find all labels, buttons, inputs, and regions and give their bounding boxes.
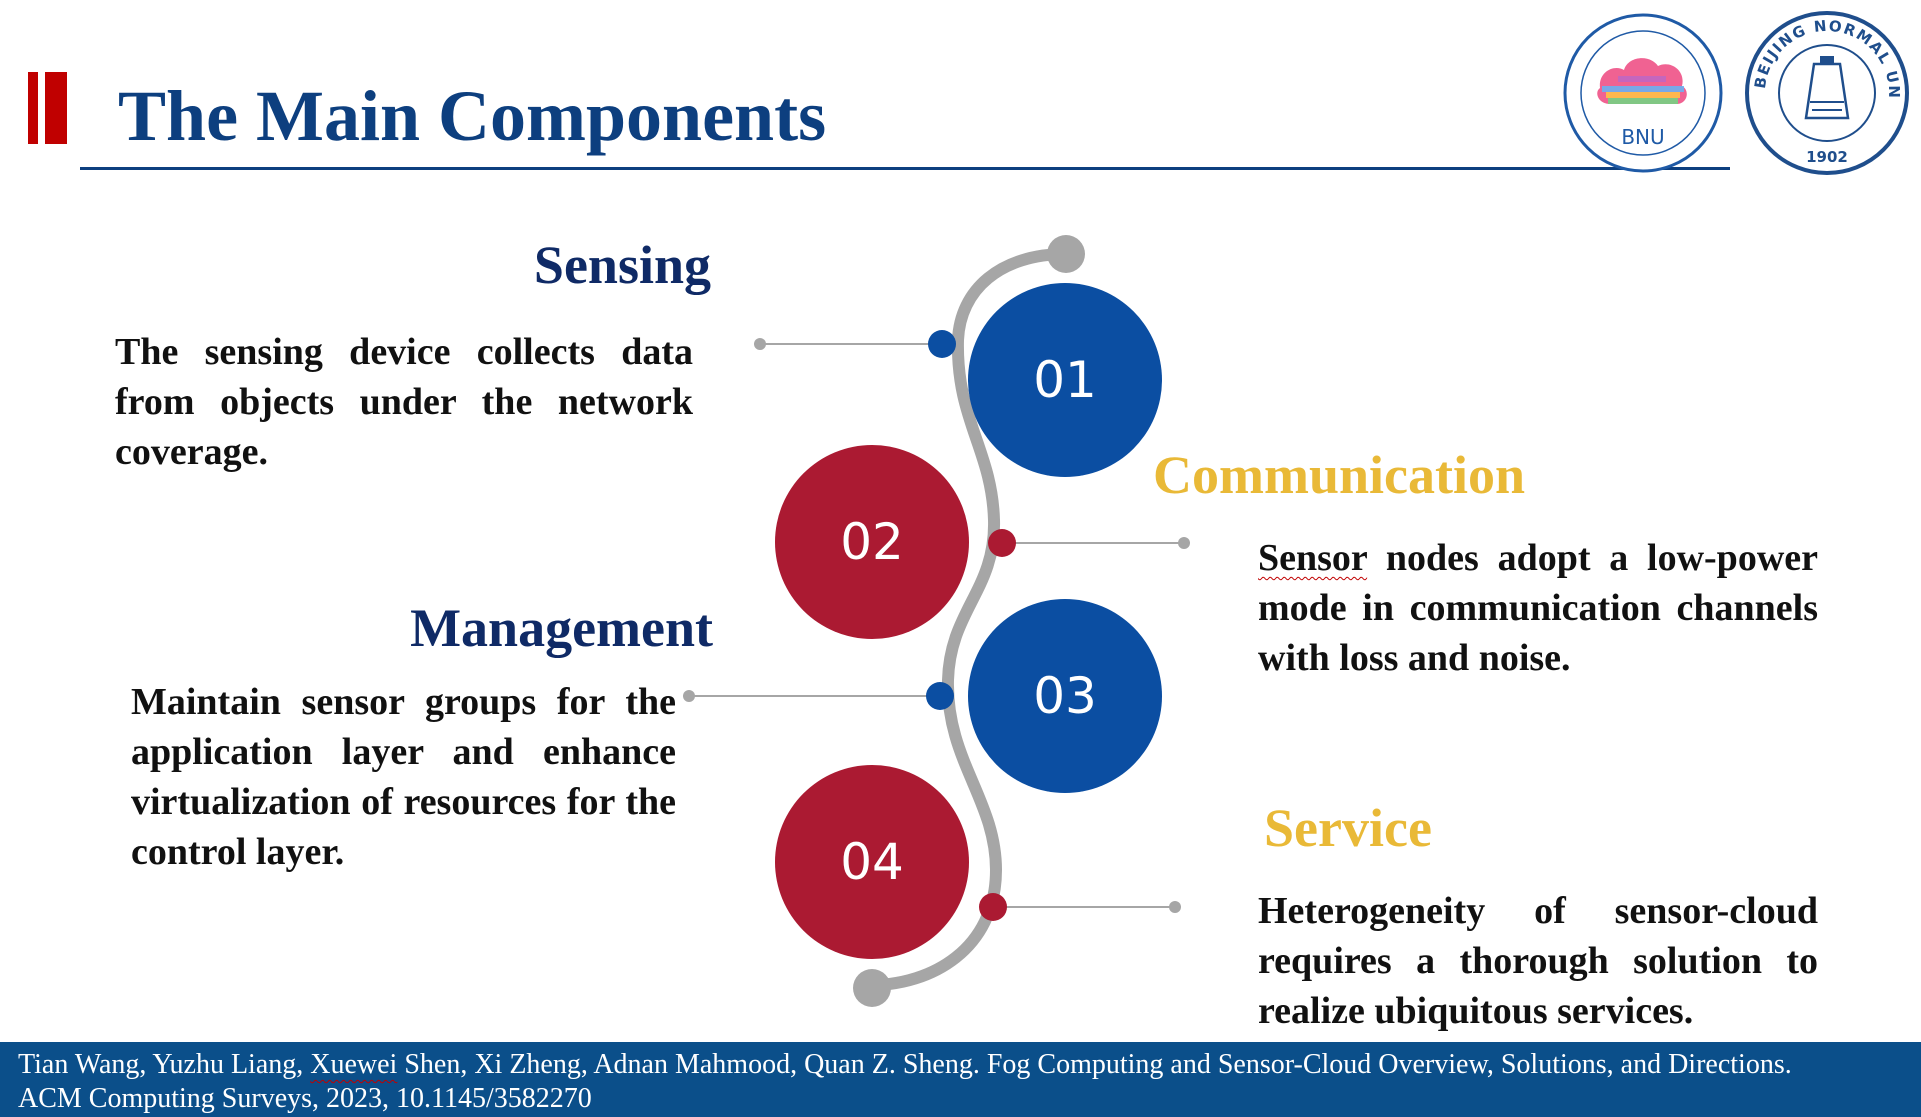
title-accent-bar-thick	[45, 72, 67, 144]
seal-year: 1902	[1806, 148, 1848, 166]
step-circle-01: 01	[968, 283, 1162, 477]
communication-description-rest: nodes adopt a low-power mode in communic…	[1258, 537, 1818, 679]
university-seal: BEIJING NORMAL UNIVERSITY 1902	[1744, 10, 1909, 175]
title-divider	[80, 167, 1730, 170]
citation-author-marked: Xuewei	[310, 1049, 398, 1080]
communication-heading: Communication	[1153, 445, 1526, 505]
bnu-logo: BNU	[1563, 13, 1723, 173]
citation-authors-start: Tian Wang, Yuzhu Liang,	[18, 1049, 311, 1080]
citation-rest: Shen, Xi Zheng, Adnan Mahmood, Quan Z. S…	[18, 1049, 1792, 1114]
sensing-heading: Sensing	[533, 235, 711, 295]
sensing-description: The sensing device collects data from ob…	[115, 331, 693, 473]
communication-description-first-word: Sensor	[1258, 537, 1368, 579]
step-circle-03: 03	[968, 599, 1162, 793]
bnu-logo-text: BNU	[1621, 125, 1664, 149]
citation-footer: Tian Wang, Yuzhu Liang, Xuewei Shen, Xi …	[0, 1042, 1921, 1117]
management-description: Maintain sensor groups for the applicati…	[131, 681, 676, 873]
citation-text: Tian Wang, Yuzhu Liang, Xuewei Shen, Xi …	[18, 1048, 1858, 1116]
step-circle-02: 02	[775, 445, 969, 639]
title-accent-bar	[28, 72, 38, 144]
service-heading: Service	[1264, 798, 1432, 858]
communication-description: Sensor nodes adopt a low-power mode in c…	[1258, 533, 1818, 683]
service-description: Heterogeneity of sensor-cloud requires a…	[1258, 890, 1818, 1032]
page-title: The Main Components	[118, 76, 827, 156]
management-heading: Management	[410, 598, 713, 658]
step-circle-04: 04	[775, 765, 969, 959]
